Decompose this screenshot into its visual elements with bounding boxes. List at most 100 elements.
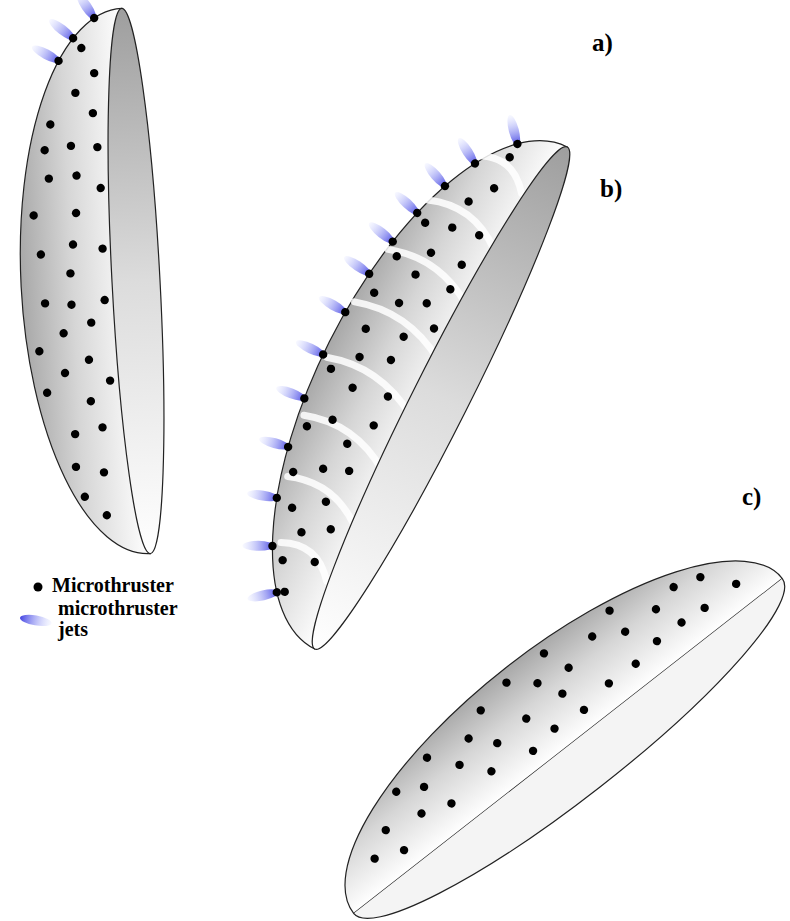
panel-label: c) — [742, 484, 761, 510]
microthruster-dot — [288, 466, 299, 477]
microthruster-dot — [102, 511, 111, 520]
microthruster-dot — [71, 89, 80, 98]
microthruster-jet — [342, 253, 376, 280]
microthruster-dot — [347, 382, 358, 393]
shell-ridge — [281, 472, 363, 526]
microthruster-dot — [317, 463, 328, 474]
shell-ridge — [298, 410, 391, 470]
microthruster-dot — [421, 298, 432, 309]
microthruster-dot — [486, 765, 498, 777]
microthruster-dot — [100, 468, 109, 477]
microthruster-jet — [422, 160, 452, 192]
microthruster-dot — [100, 296, 109, 305]
shell-ridge — [422, 195, 503, 249]
microthruster-dot — [391, 251, 402, 262]
microthruster-dot — [474, 230, 485, 241]
microthruster-dot — [418, 781, 430, 793]
microthruster-dot — [578, 704, 590, 716]
microthruster-dot — [586, 631, 598, 643]
microthruster-jet — [392, 189, 424, 220]
microthruster-dot — [286, 502, 297, 513]
microthruster-dot — [668, 581, 680, 593]
microthruster-dot — [72, 462, 81, 471]
microthruster-jet — [246, 586, 282, 603]
shell-ridge — [472, 151, 531, 194]
legend-text: microthruster jets — [58, 598, 208, 640]
microthruster-dot — [556, 688, 568, 700]
microthruster-dot — [603, 677, 615, 689]
microthruster-dot — [320, 496, 331, 507]
microthruster-dot — [650, 603, 662, 615]
microthruster-dot — [86, 397, 95, 406]
microthruster-dot — [501, 677, 513, 689]
shell-ridge — [348, 297, 446, 360]
microthruster-dot — [85, 355, 94, 364]
microthruster-dot — [380, 824, 392, 836]
microthruster-dot — [40, 146, 49, 155]
microthruster-jet — [455, 136, 482, 170]
microthruster-dot — [491, 737, 503, 749]
microthruster-dot — [604, 605, 616, 617]
microthruster-dot — [730, 578, 742, 590]
microthruster-dot — [87, 318, 96, 327]
microthruster-dot — [393, 297, 404, 308]
shell-ridge — [382, 244, 475, 304]
microthruster-dot — [67, 300, 76, 309]
microthruster-dot — [98, 423, 107, 432]
microthruster-dot — [475, 704, 487, 716]
microthruster-dot — [66, 269, 75, 278]
microthruster-dot — [382, 391, 393, 402]
microthruster-dot — [46, 120, 55, 129]
microthruster-dot — [385, 354, 396, 365]
microthruster-dot — [325, 524, 336, 535]
microthruster-dot — [71, 430, 80, 439]
microthruster-dot — [41, 299, 50, 308]
microthruster-dot — [368, 420, 379, 431]
panel-label: b) — [600, 176, 622, 202]
microthruster-dot — [504, 152, 515, 163]
microthruster-dot — [360, 323, 371, 334]
microthruster-dot — [325, 363, 336, 374]
microthruster-dot — [72, 209, 81, 218]
legend-text: Microthruster — [52, 575, 252, 596]
microthruster-dot — [98, 244, 107, 253]
microthruster-dot — [93, 143, 102, 152]
microthruster-dot — [344, 465, 355, 476]
microthruster-jet — [242, 541, 276, 551]
microthruster-dot — [342, 438, 353, 449]
microthruster-dot — [520, 713, 532, 725]
microthruster-dot — [61, 369, 70, 378]
microthruster-jet — [366, 219, 399, 248]
microthruster-dot — [446, 798, 458, 810]
microthruster-dot — [398, 331, 409, 342]
microthruster-dot — [428, 323, 439, 334]
microthruster-dot — [563, 662, 575, 674]
microthruster-jet — [275, 383, 311, 405]
shell-a — [6, 0, 174, 560]
microthruster-dot — [532, 677, 544, 689]
microthruster-dot — [416, 808, 428, 820]
microthruster-dot — [369, 287, 380, 298]
microthruster-dot — [72, 171, 81, 180]
microthruster-dot — [106, 376, 115, 385]
microthruster-dot — [456, 259, 467, 270]
microthruster-jet — [30, 42, 65, 67]
microthruster-dot — [488, 183, 499, 194]
microthruster-dot — [390, 786, 402, 798]
microthruster-dot — [296, 527, 307, 538]
shell-b — [176, 72, 595, 662]
microthruster-dot — [277, 555, 288, 566]
microthruster-dot — [398, 844, 410, 856]
microthruster-jet — [246, 488, 281, 503]
microthruster-dot — [36, 250, 45, 259]
microthruster-dot — [301, 421, 312, 432]
microthruster-dot — [96, 184, 105, 193]
microthruster-dot — [694, 571, 706, 583]
panel-label: a) — [592, 30, 613, 56]
microthruster-dot — [43, 388, 52, 397]
microthruster-jet — [317, 293, 352, 319]
shell-ridge — [275, 538, 336, 582]
microthruster-dot — [69, 240, 78, 249]
microthruster-jet — [73, 0, 100, 24]
